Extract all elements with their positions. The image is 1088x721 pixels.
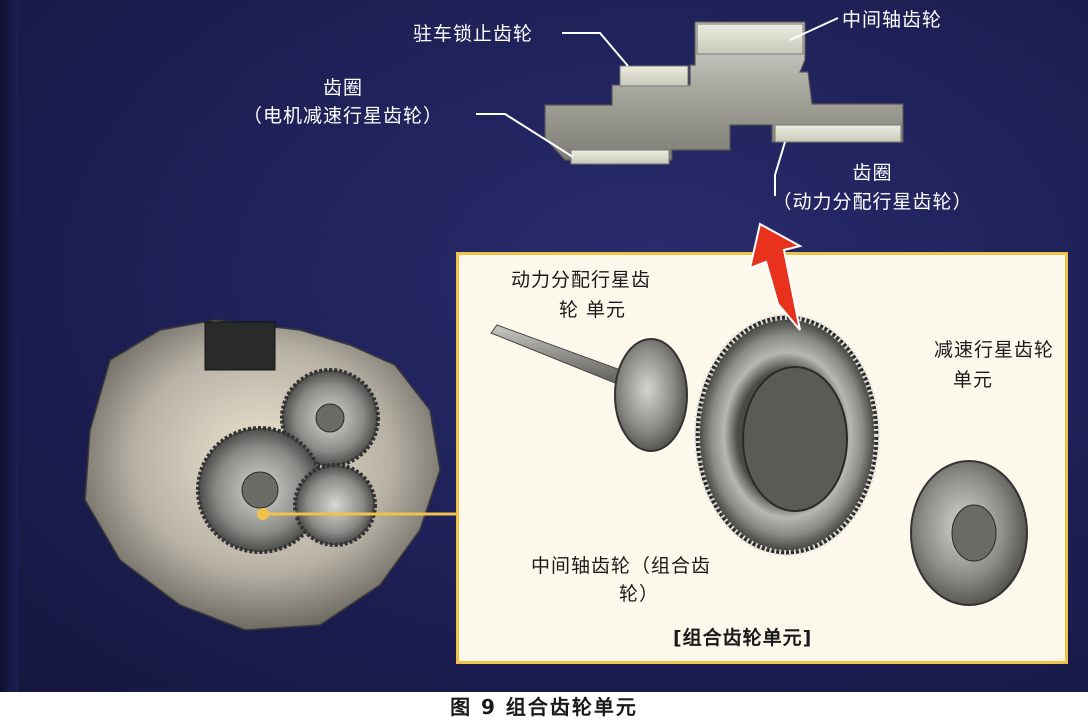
red-up-arrow-icon (748, 222, 803, 331)
gear-unit-illustration (490, 314, 1028, 606)
label-counter-gear-2: 轮） (619, 583, 660, 605)
label-counter-gear-1: 中间轴齿轮（组合齿 (531, 555, 712, 577)
ring-gear-teeth (694, 314, 880, 556)
label-parking-lock-gear: 驻车锁止齿轮 (413, 23, 534, 45)
parking-lock-gear-band (619, 65, 689, 87)
panel-edge (0, 0, 18, 692)
transaxle-hub-2 (315, 403, 345, 433)
transaxle-gear-3 (293, 463, 377, 547)
label-ring-gear-motor-1: 齿圈 (322, 77, 363, 99)
label-reduction-unit-2: 单元 (953, 369, 994, 391)
label-power-split-unit-1: 动力分配行星齿 (511, 269, 652, 291)
cross-section-icon (476, 17, 904, 196)
combined-gear-unit-inset: 动力分配行星齿 轮 单元 减速行星齿轮 单元 中间轴齿轮（组合齿 轮） [组合齿… (456, 252, 1068, 664)
label-power-split-unit-2: 轮 单元 (559, 299, 627, 321)
figure-panel: 驻车锁止齿轮 中间轴齿轮 齿圈 （电机减速行星齿轮） 齿圈 （动力分配行星齿轮） (0, 0, 1088, 692)
transaxle-illustration (84, 319, 458, 631)
label-ring-gear-power-1: 齿圈 (852, 162, 893, 184)
label-ring-gear-power-2: （动力分配行星齿轮） (772, 191, 973, 213)
transaxle-connector (204, 321, 276, 371)
red-arrow-shape (748, 222, 803, 331)
inset-title: [组合齿轮单元] (673, 627, 813, 649)
reduction-hub (951, 504, 997, 562)
label-counter-shaft-gear: 中间轴齿轮 (842, 9, 943, 31)
leader-ring-gear-power (774, 141, 786, 196)
ring-gear-power-band (774, 124, 902, 143)
label-ring-gear-motor-2: （电机减速行星齿轮） (242, 105, 443, 127)
label-reduction-unit-1: 减速行星齿轮 (934, 339, 1055, 361)
ring-gear-inner (742, 366, 848, 512)
counter-gear-band (696, 23, 804, 55)
figure-caption: 图 9 组合齿轮单元 (450, 695, 638, 719)
transaxle-hub (241, 471, 279, 509)
power-split-planetary (614, 338, 688, 452)
ring-gear-motor-band (570, 149, 670, 165)
leader-ring-gear-motor (476, 113, 574, 158)
leader-counter-gear-top (789, 17, 839, 41)
leader-parking-lock (562, 32, 629, 67)
